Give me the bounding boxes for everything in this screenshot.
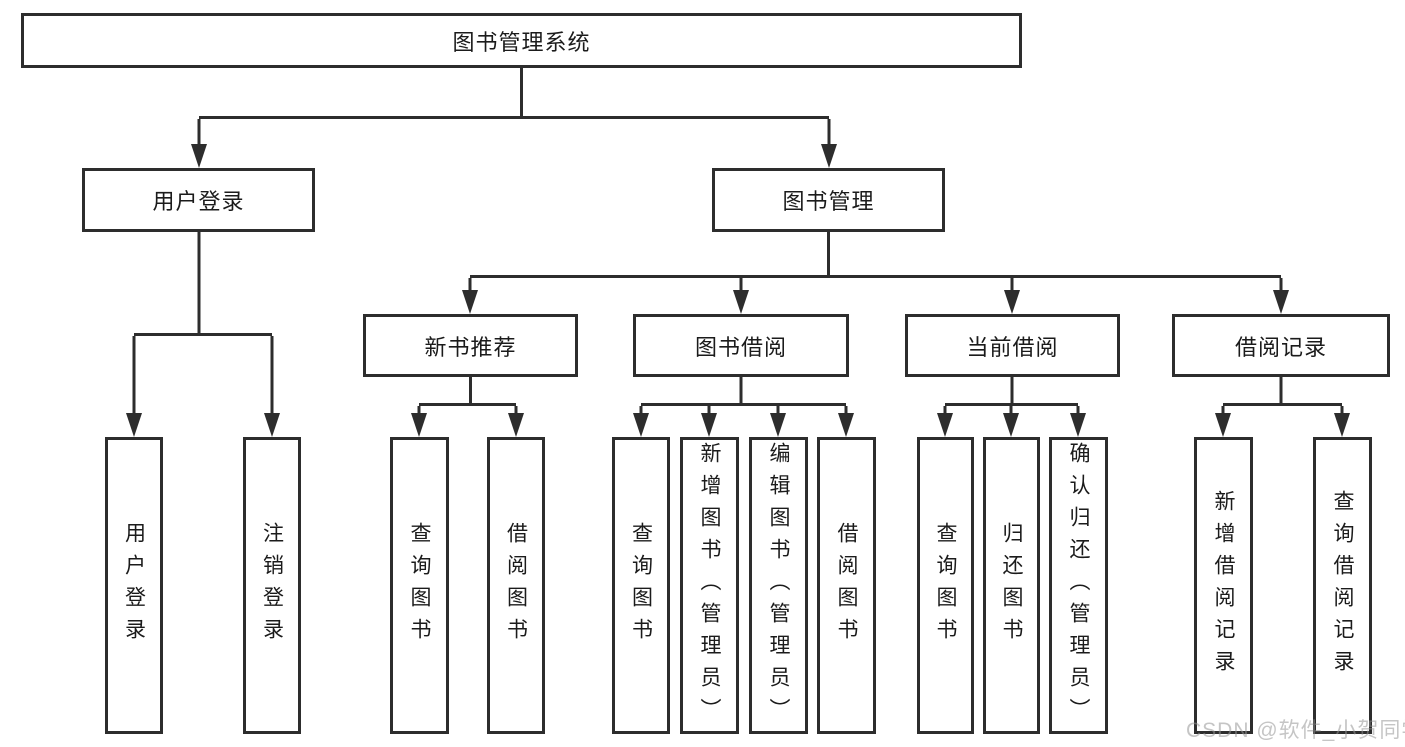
leaf-logout: 注销登录 — [243, 437, 301, 734]
arrow-icon — [1004, 290, 1020, 314]
node-borrow-records: 借阅记录 — [1172, 314, 1390, 377]
leaf-recommend-query-books: 查询图书 — [390, 437, 449, 734]
arrow-icon — [838, 413, 854, 437]
arrow-icon — [701, 413, 717, 437]
arrow-icon — [126, 413, 142, 437]
arrow-icon — [264, 413, 280, 437]
arrow-icon — [1003, 413, 1019, 437]
leaf-current-confirm-return-admin: 确认归还（管理员） — [1049, 437, 1108, 734]
arrow-icon — [1334, 413, 1350, 437]
leaf-borrow-borrow-books: 借阅图书 — [817, 437, 876, 734]
arrow-icon — [191, 144, 207, 168]
arrow-icon — [1273, 290, 1289, 314]
leaf-records-query-record: 查询借阅记录 — [1313, 437, 1372, 734]
arrow-icon — [508, 413, 524, 437]
leaf-borrow-query-books: 查询图书 — [612, 437, 670, 734]
leaf-user-login: 用户登录 — [105, 437, 163, 734]
node-user-login: 用户登录 — [82, 168, 315, 232]
csdn-watermark: CSDN @软件_小贺同学 — [1186, 719, 1405, 742]
leaf-borrow-add-books-admin: 新增图书（管理员） — [680, 437, 739, 734]
node-current-borrow: 当前借阅 — [905, 314, 1120, 377]
arrow-icon — [411, 413, 427, 437]
arrow-icon — [937, 413, 953, 437]
leaf-records-add-record: 新增借阅记录 — [1194, 437, 1253, 734]
leaf-recommend-borrow-books: 借阅图书 — [487, 437, 545, 734]
leaf-borrow-edit-books-admin: 编辑图书（管理员） — [749, 437, 808, 734]
arrow-icon — [733, 290, 749, 314]
node-new-book-recommend: 新书推荐 — [363, 314, 578, 377]
arrow-icon — [1215, 413, 1231, 437]
connector-paths — [132, 68, 1344, 420]
arrow-icon — [633, 413, 649, 437]
node-root-library-system: 图书管理系统 — [21, 13, 1022, 68]
arrowheads — [126, 144, 1350, 437]
arrow-icon — [821, 144, 837, 168]
arrow-icon — [1070, 413, 1086, 437]
arrow-icon — [462, 290, 478, 314]
leaf-current-return-books: 归还图书 — [983, 437, 1040, 734]
leaf-current-query-books: 查询图书 — [917, 437, 974, 734]
node-book-borrow: 图书借阅 — [633, 314, 849, 377]
node-book-management: 图书管理 — [712, 168, 945, 232]
arrow-icon — [770, 413, 786, 437]
